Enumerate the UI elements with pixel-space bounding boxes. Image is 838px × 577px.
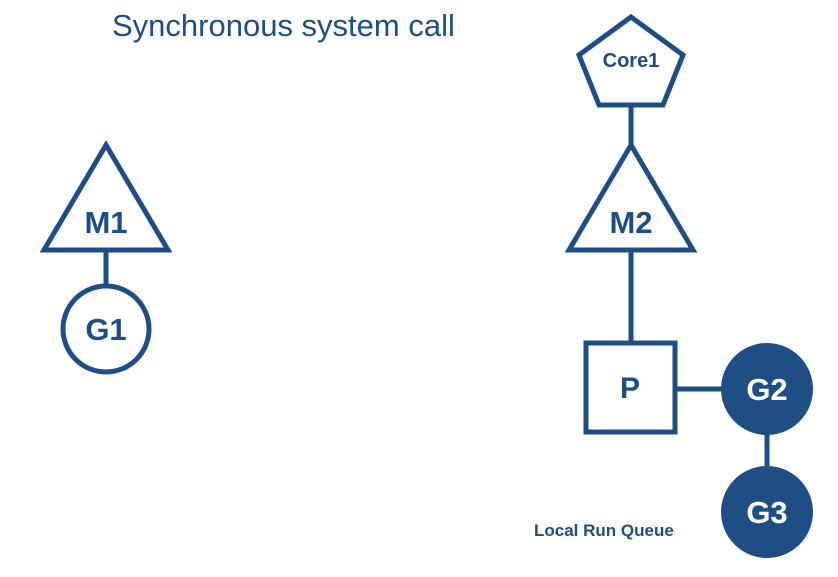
p-square-shape — [583, 340, 678, 435]
g1-label: G1 — [85, 312, 126, 347]
m1-node: M1 — [39, 140, 173, 253]
core1-label: Core1 — [603, 50, 660, 72]
g1-circle-shape — [60, 283, 152, 375]
m2-node: M2 — [564, 140, 698, 253]
g2-node: G2 — [721, 343, 813, 435]
m2-label: M2 — [609, 205, 652, 240]
local-run-queue-label: Local Run Queue — [534, 521, 674, 540]
m1-triangle-shape — [39, 140, 173, 253]
m2-triangle-shape — [564, 140, 698, 253]
g1-node: G1 — [60, 283, 152, 375]
g3-label: G3 — [746, 495, 787, 530]
core1-node: Core1 — [575, 13, 687, 108]
g2-circle-shape — [721, 343, 813, 435]
p-label: P — [620, 372, 640, 405]
core1-pentagon-shape — [575, 13, 687, 108]
g3-node: G3 — [721, 466, 813, 558]
g3-circle-shape — [721, 466, 813, 558]
diagram-title: Synchronous system call — [112, 8, 455, 43]
g2-label: G2 — [746, 372, 787, 407]
p-node: P — [583, 340, 678, 435]
m1-label: M1 — [84, 205, 127, 240]
